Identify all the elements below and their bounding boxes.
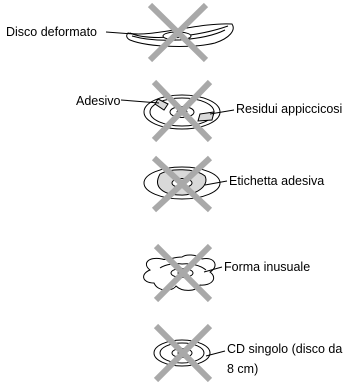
cross-mark-icon xyxy=(151,79,213,143)
sticky-residue-label: Residui appiccicosi xyxy=(236,102,342,116)
single-cd-label-line2: 8 cm) xyxy=(227,362,258,376)
adhesive-label: Adesivo xyxy=(76,94,121,108)
warped-disc-item: Disco deformato xyxy=(6,2,234,63)
single-cd-item: CD singolo (disco da 8 cm) xyxy=(153,323,342,383)
label-leader-line xyxy=(203,266,223,273)
unusual-shape-item: Forma inusuale xyxy=(143,243,310,303)
label-leader-line xyxy=(209,109,235,115)
cross-mark-icon xyxy=(153,323,213,383)
sticker-disc-item: Etichetta adesiva xyxy=(143,155,324,213)
single-cd-label-line1: CD singolo (disco da xyxy=(227,342,342,356)
label-leader-line xyxy=(205,350,226,357)
cross-mark-icon xyxy=(151,155,213,213)
cross-mark-icon xyxy=(147,2,209,63)
warped-disc-label: Disco deformato xyxy=(6,25,97,39)
cross-mark-icon xyxy=(153,243,213,303)
adhesive-disc-item: Adesivo Residui appiccicosi xyxy=(76,79,342,143)
label-leader-line xyxy=(105,31,135,35)
label-leader-line xyxy=(120,99,160,104)
unusual-shape-label: Forma inusuale xyxy=(224,260,310,274)
sticker-label: Etichetta adesiva xyxy=(229,174,324,188)
label-leader-line xyxy=(204,180,228,186)
